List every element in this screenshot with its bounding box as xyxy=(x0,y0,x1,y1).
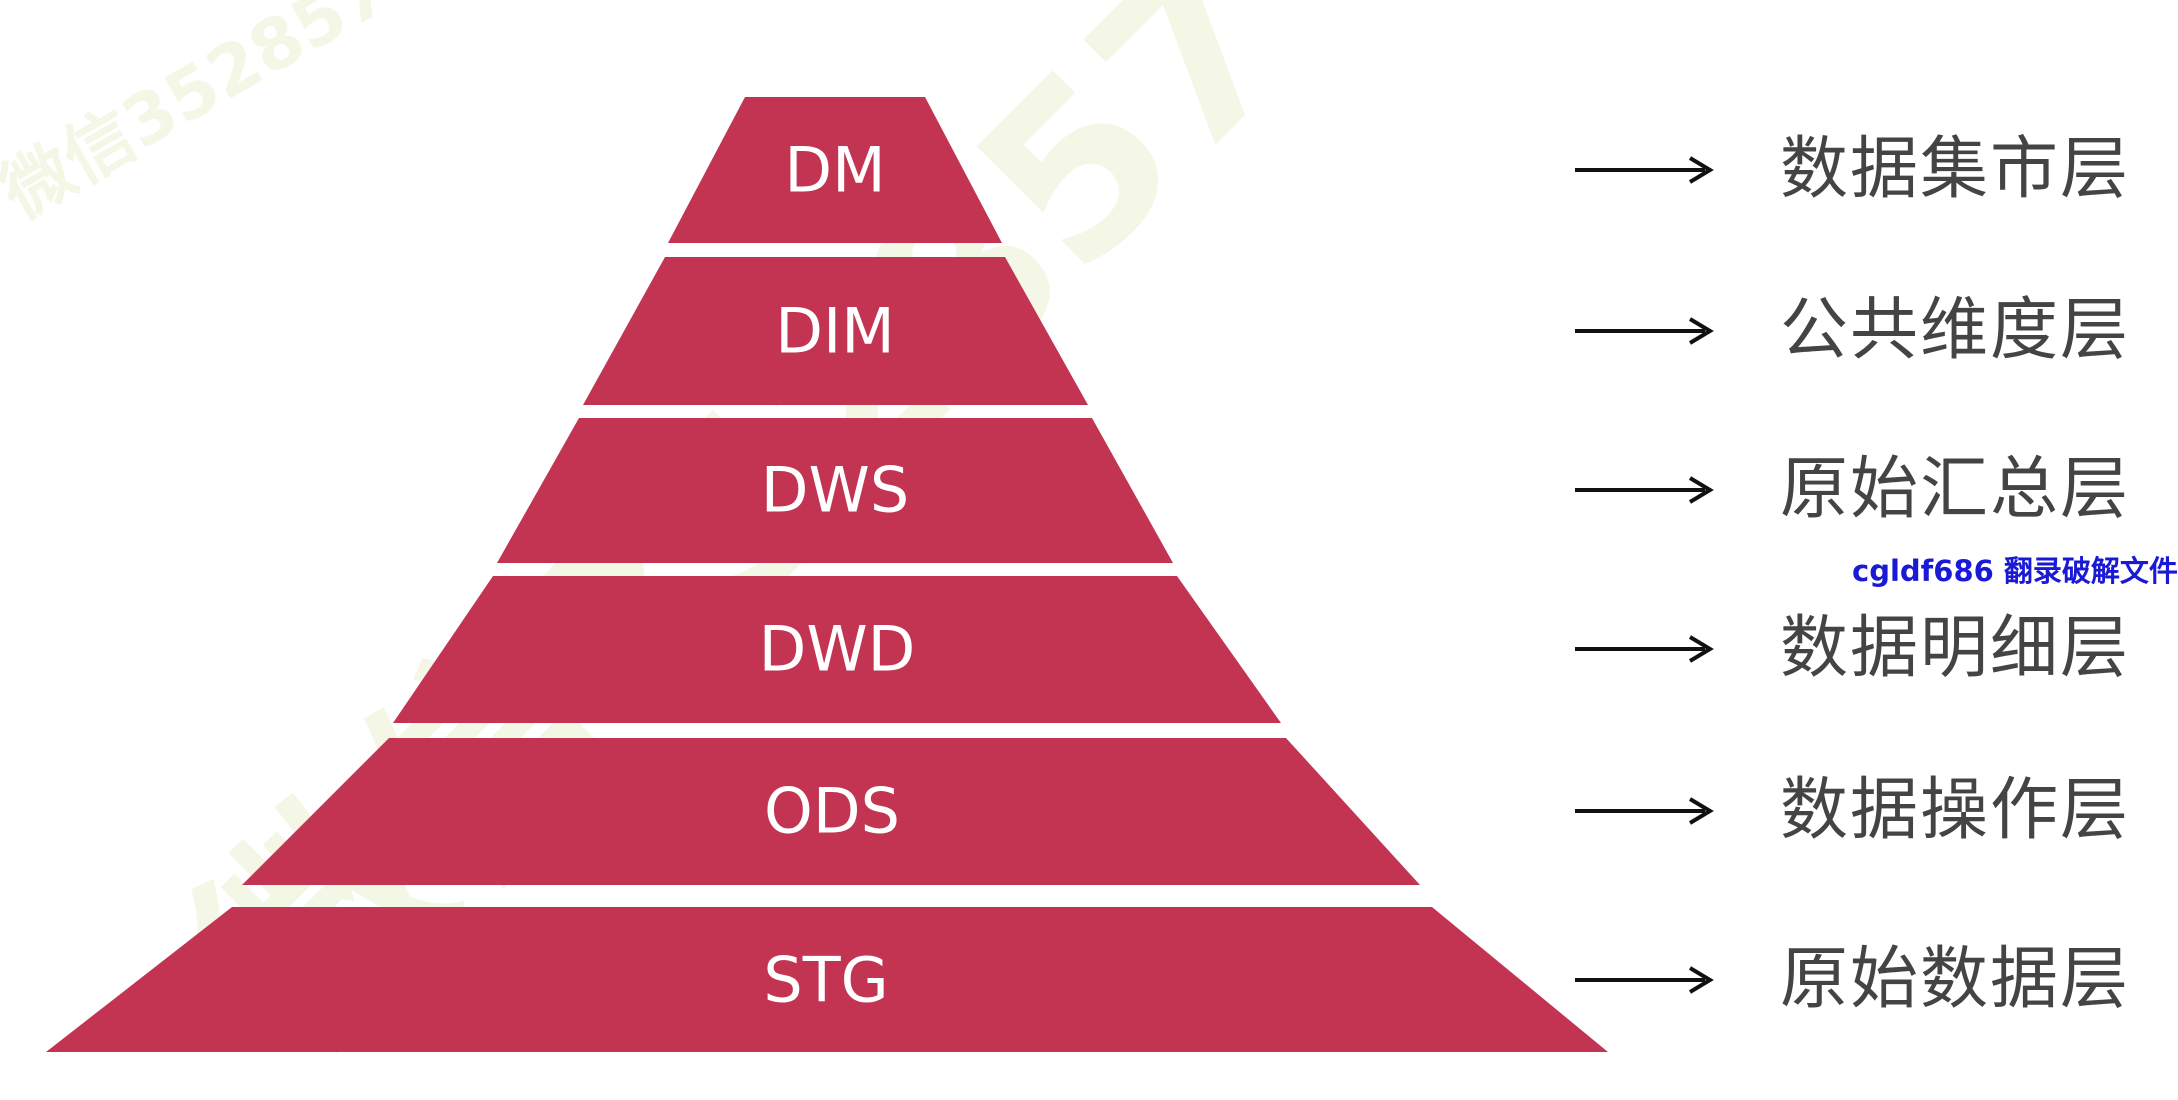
layer-label-dwd: DWD xyxy=(759,613,916,686)
arrow-dim xyxy=(1575,317,1714,345)
arrow-stg xyxy=(1575,966,1714,994)
layer-band-dim xyxy=(583,257,1088,405)
layer-band-dwd xyxy=(393,576,1281,723)
layer-label-dws: DWS xyxy=(761,454,909,527)
layer-description-dm: 数据集市层 xyxy=(1780,130,2131,209)
layer-band-ods xyxy=(242,738,1420,885)
layer-label-dm: DM xyxy=(784,134,885,207)
layer-description-ods: 数据操作层 xyxy=(1780,771,2131,850)
layer-description-dwd: 数据明细层 xyxy=(1780,609,2131,688)
layer-band-stg xyxy=(46,907,1608,1052)
arrow-ods xyxy=(1575,797,1714,825)
layer-label-ods: ODS xyxy=(764,775,900,848)
layer-band-dm xyxy=(668,97,1002,243)
arrow-dws xyxy=(1575,476,1714,504)
layer-description-dws: 原始汇总层 xyxy=(1780,450,2131,529)
arrow-dwd xyxy=(1575,635,1714,663)
layer-description-stg: 原始数据层 xyxy=(1780,940,2131,1019)
arrow-dm xyxy=(1575,156,1714,184)
overlay-caption: cgldf686 翻录破解文件 xyxy=(1852,554,2178,588)
layer-band-dws xyxy=(497,418,1173,563)
layer-label-stg: STG xyxy=(763,944,888,1017)
layer-label-dim: DIM xyxy=(775,295,895,368)
layer-description-dim: 公共维度层 xyxy=(1780,291,2131,370)
